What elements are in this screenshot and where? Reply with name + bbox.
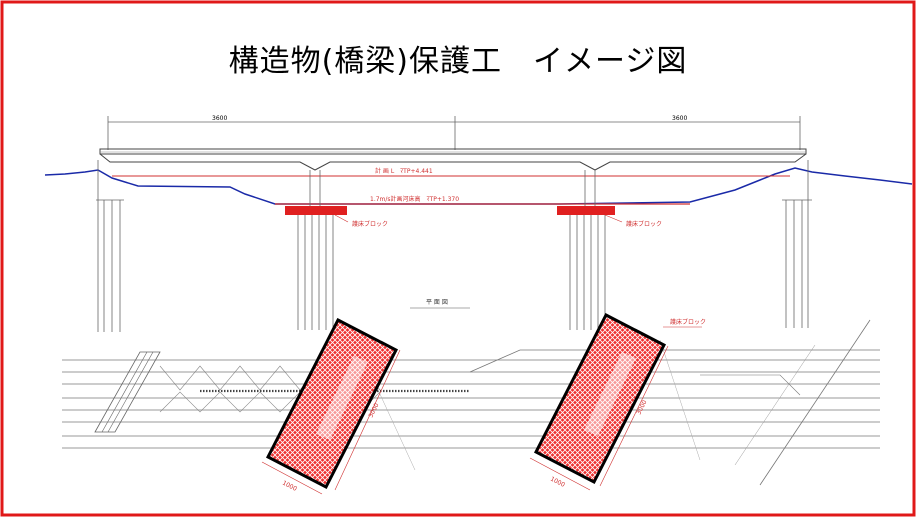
plan-block-label: 護床ブロック: [670, 318, 706, 326]
bridge-girder: [99, 153, 807, 171]
span-dimension-right: 3600: [672, 115, 687, 122]
plan-width-dim-right: 1000: [549, 476, 566, 489]
left-abutment: [96, 160, 124, 332]
plan-length-dim-right: 3000: [636, 399, 649, 416]
bridge-deck: [99, 148, 807, 155]
block-label-left: 護床ブロック: [352, 220, 388, 228]
plan-view-heading: 平 面 図: [426, 299, 448, 306]
right-abutment: [782, 160, 812, 328]
plan-width-dim-left: 1000: [281, 480, 298, 493]
pier-right: [569, 170, 606, 330]
water-level-label: 計 画 L ﾏTP+4.441: [375, 167, 433, 175]
plan-view: 平 面 図 3000: [62, 299, 880, 495]
span-dimension-left: 3600: [212, 115, 227, 122]
riverbed-level-label: 1.7m/s計画河床高 ﾏTP+1.370: [370, 195, 459, 203]
pier-left: [297, 170, 334, 330]
page-title: 構造物(橋梁)保護工 イメージ図: [228, 44, 688, 79]
bridge-elevation: 3600 3600 計 画 L ﾏTP+4.441 1.7m/s計画河床高 ﾏT…: [44, 115, 913, 332]
riverbed-ground-line: [44, 167, 913, 205]
protection-block-elevation-right: [557, 206, 615, 215]
block-label-right: 護床ブロック: [626, 220, 662, 228]
protection-block-elevation-left: [285, 206, 347, 215]
